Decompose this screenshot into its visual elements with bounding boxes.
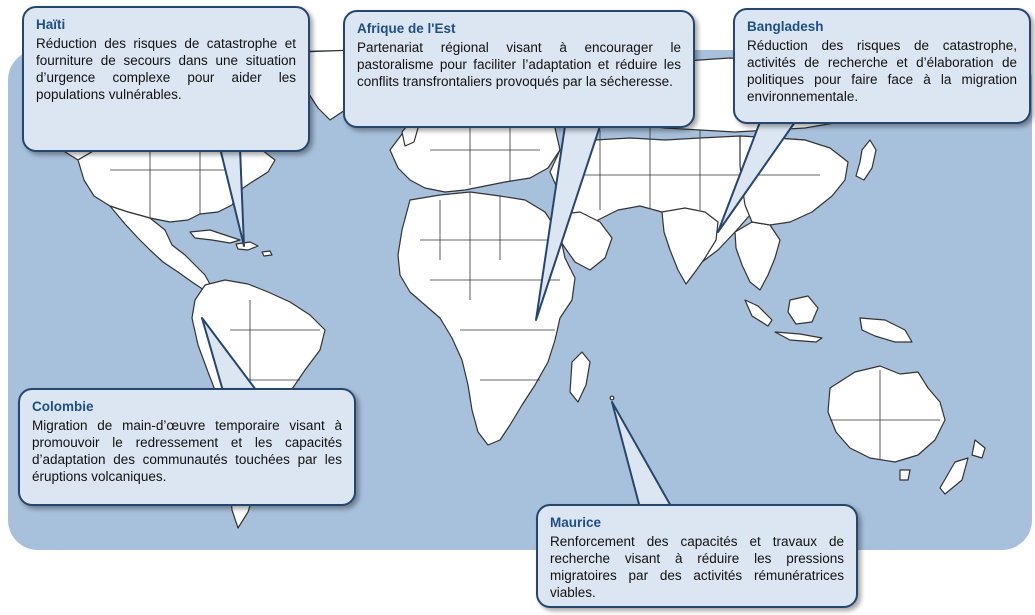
land-madagascar	[569, 351, 591, 403]
callout-bangladesh: Bangladesh Réduction des risques de cata…	[733, 8, 1031, 124]
land-mauritius	[609, 395, 615, 401]
callout-text: Réduction des risques de catastrophe et …	[36, 36, 296, 102]
callout-title: Colombie	[32, 399, 94, 414]
land-new-zealand-south	[939, 457, 969, 495]
land-india	[661, 207, 719, 285]
land-puerto-rico	[261, 250, 273, 257]
land-indonesia-sumatra	[744, 299, 773, 327]
land-australia	[827, 365, 946, 463]
callout-text: Partenariat régional visant à encourager…	[357, 40, 681, 89]
land-indonesia-borneo	[787, 295, 819, 325]
callout-haiti: Haïti Réduction des risques de catastrop…	[22, 6, 310, 152]
callout-title: Haïti	[36, 17, 66, 32]
callout-east-africa: Afrique de l'Est Partenariat régional vi…	[343, 10, 695, 128]
callout-text: Renforcement des capacités et travaux de…	[550, 534, 844, 600]
land-cuba	[189, 229, 241, 244]
callout-title: Bangladesh	[747, 19, 824, 34]
land-africa	[397, 191, 576, 446]
callout-colombia: Colombie Migration de main-d’œuvre tempo…	[18, 388, 356, 506]
callout-text: Migration de main-d’œuvre temporaire vis…	[32, 418, 342, 484]
land-new-zealand-north	[971, 439, 986, 459]
callout-title: Afrique de l'Est	[357, 21, 456, 36]
callout-title: Maurice	[550, 515, 602, 530]
land-japan	[855, 139, 877, 181]
land-tasmania	[899, 469, 911, 481]
land-new-guinea	[859, 317, 913, 343]
callout-mauritius: Maurice Renforcement des capacités et tr…	[536, 504, 858, 608]
land-hispaniola	[235, 241, 259, 251]
callout-text: Réduction des risques de catastrophe, ac…	[747, 38, 1017, 104]
land-indonesia-java	[774, 331, 823, 343]
